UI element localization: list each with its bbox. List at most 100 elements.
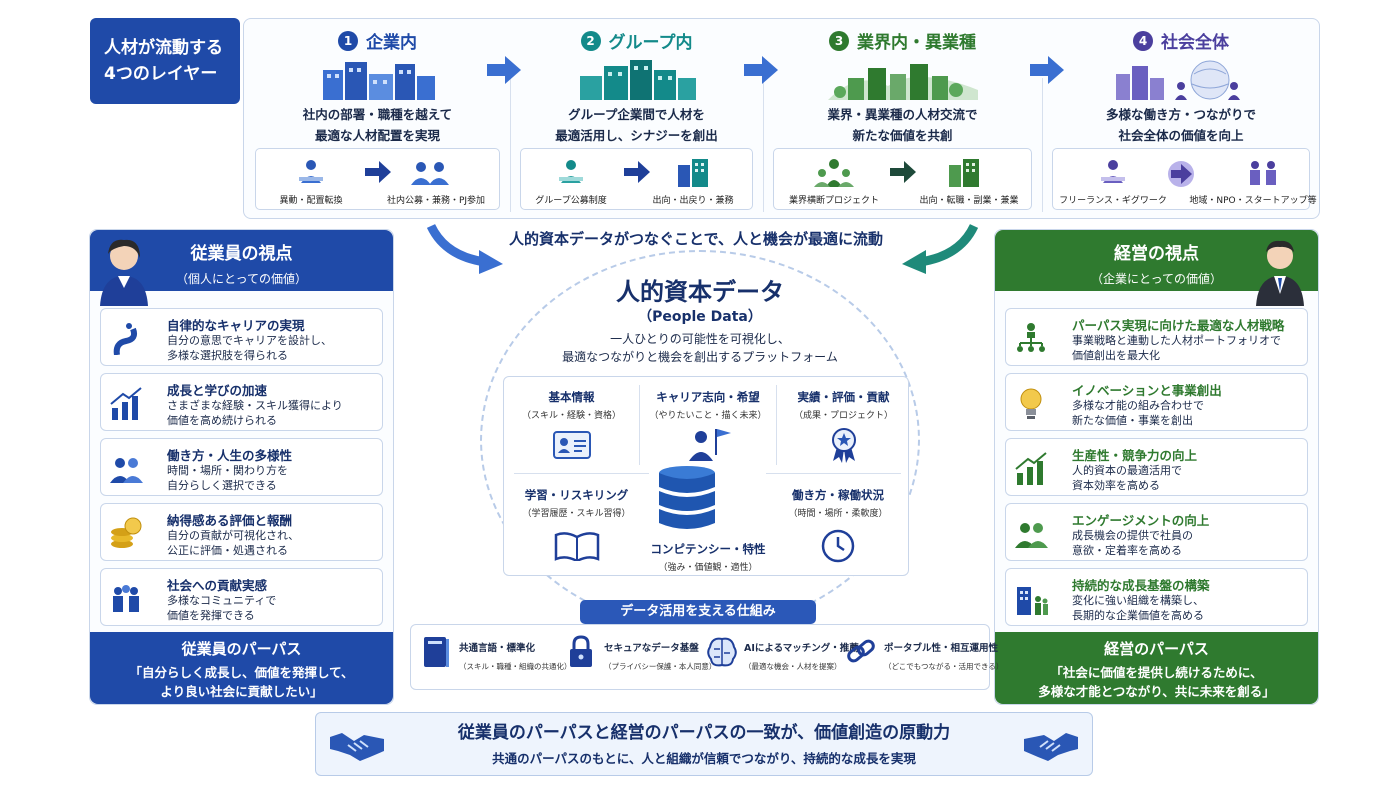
layer-1-desc-line: 社内の部署・職種を越えて	[302, 107, 453, 122]
mechanism-subtitle: （最適な機会・人材を提案）	[744, 662, 842, 671]
layer-4: 4 社会全体 多様な働き方・つながりで 社会全体の価値を向上 フリーランス・ギグ…	[1042, 18, 1320, 219]
layer-arrow-icon	[744, 56, 778, 84]
management-card-title: 持続的な成長基盤の構築	[1072, 578, 1210, 593]
layer-4-right-label: 地域・NPO・スタートアップ等	[1189, 196, 1317, 206]
mechanism-box: 共通言語・標準化 （スキル・職種・組織の共通化） セキュアなデータ基盤 （プライ…	[410, 624, 1003, 690]
layer-divider	[510, 78, 511, 212]
data-cell-basic-info: 基本情報 （スキル・経験・資格）	[504, 389, 639, 463]
cell-subtitle: （時間・場所・柔軟度）	[788, 509, 888, 519]
layer-4-left-label: フリーランス・ギグワーク	[1059, 196, 1167, 206]
office-buildings-icon	[322, 62, 435, 100]
layer-2-heading: 2 グループ内	[510, 28, 763, 53]
desc-line: 成長機会の提供で社員の	[1072, 529, 1193, 542]
desc-line: 一人ひとりの可能性を可視化し、	[610, 332, 790, 346]
mechanism-subtitle: （プライバシー保護・本人同意）	[604, 662, 717, 671]
desc-line: 「自分らしく成長し、価値を発揮して、	[129, 665, 354, 680]
group-buildings-icon	[579, 60, 696, 100]
collaboration-icon	[814, 159, 854, 187]
bottom-title: 従業員のパーパスと経営のパーパスの一致が、価値創造の原動力	[457, 723, 951, 743]
management-card: 生産性・競争力の向上 人的資本の最適活用で資本効率を高める	[1005, 438, 1308, 496]
employee-card-desc: 多様なコミュニティで価値を発揮できる	[167, 593, 276, 623]
goal-flag-icon	[689, 429, 731, 461]
grid-divider	[514, 473, 649, 474]
cell-subtitle: （強み・価値観・適性）	[658, 563, 758, 573]
layer-title-line-2: 4つのレイヤー	[104, 64, 218, 84]
flow-arrow-right-icon	[902, 223, 979, 274]
management-purpose-title: 経営のパーパス	[1104, 640, 1209, 658]
management-card-title: エンゲージメントの向上	[1072, 513, 1210, 528]
open-book-icon	[554, 532, 599, 563]
database-icon	[659, 466, 715, 529]
layer-arrow-icon	[487, 56, 521, 84]
cell-subtitle: （スキル・経験・資格）	[521, 411, 621, 421]
layer-3-examples: 業界横断プロジェクト 出向・転職・副業・兼業	[773, 148, 1032, 210]
handshake-icon	[330, 733, 384, 761]
desc-line: より良い社会に貢献したい」	[160, 684, 323, 699]
data-description: 一人ひとりの可能性を可視化し、 最適なつながりと機会を創出するプラットフォーム	[500, 330, 900, 366]
flow-headline: 人的資本データがつなぐことで、人と機会が最適に流動	[509, 230, 883, 248]
management-title: 経営の視点	[1114, 244, 1199, 264]
building-icon	[678, 159, 708, 187]
management-card: 持続的な成長基盤の構築 変化に強い組織を構築し、長期的な企業価値を高める	[1005, 568, 1308, 626]
layer-3-desc-line: 業界・異業種の人材交流で	[827, 107, 978, 122]
management-card-title: イノベーションと事業創出	[1072, 383, 1222, 398]
desc-line: 自分の意思でキャリアを設計し、	[167, 334, 332, 347]
employee-purpose-desc: 「自分らしく成長し、価値を発揮して、より良い社会に貢献したい」	[90, 663, 393, 701]
mechanism-item: セキュアなデータ基盤 （プライバシー保護・本人同意）	[566, 635, 716, 673]
layer-1-desc-line: 最適な人材配置を実現	[314, 128, 440, 143]
desc-line: 「社会に価値を提供し続けるために、	[1050, 665, 1263, 680]
employee-purpose-title: 従業員のパーパス	[181, 640, 302, 658]
community-icon	[113, 585, 139, 612]
growth-chart-icon	[110, 387, 142, 420]
management-panel-header: 経営の視点 （企業にとっての価値）	[995, 230, 1318, 306]
data-categories: 基本情報 （スキル・経験・資格） キャリア志向・希望 （やりたいこと・描く未来）…	[503, 376, 909, 576]
ai-brain-icon	[707, 637, 737, 667]
management-card: パーパス実現に向けた最適な人材戦略 事業戦略と連動した人材ポートフォリオで価値創…	[1005, 308, 1308, 366]
management-card-title: パーパス実現に向けた最適な人材戦略	[1072, 318, 1285, 333]
desc-line: 価値を発揮できる	[167, 609, 255, 622]
mechanism-title: AIによるマッチング・推薦	[744, 643, 859, 654]
growth-chart-icon	[1015, 452, 1047, 485]
handshake-icon	[1024, 733, 1078, 761]
layer-1-left-label: 異動・配置転換	[279, 196, 343, 206]
layer-4-heading: 4 社会全体	[1042, 28, 1320, 53]
freelancer-icon	[1101, 160, 1125, 183]
team-icon	[411, 162, 449, 185]
desc-line: 自分の貢献が可視化され、	[167, 529, 300, 542]
mechanism-item: 共通言語・標準化 （スキル・職種・組織の共通化）	[421, 635, 572, 673]
layer-4-examples: フリーランス・ギグワーク 地域・NPO・スタートアップ等	[1052, 148, 1317, 210]
employee-purpose: 従業員のパーパス 「自分らしく成長し、価値を発揮して、より良い社会に貢献したい」	[90, 632, 393, 704]
layer-1-number: 1	[338, 30, 358, 51]
mechanism-title: セキュアなデータ基盤	[604, 643, 699, 654]
employee-card: 納得感ある評価と報酬 自分の貢献が可視化され、公正に評価・処遇される	[100, 503, 383, 561]
desc-line: 事業戦略と連動した人材ポートフォリオで	[1072, 334, 1281, 347]
lock-icon	[570, 635, 592, 667]
cell-title: 基本情報	[548, 390, 595, 404]
layer-2-number: 2	[580, 30, 601, 51]
layer-title-line-1: 人材が流動する	[104, 38, 223, 58]
layer-2-right-label: 出向・出戻り・兼務	[652, 196, 734, 206]
employee-subtitle: （個人にとっての価値）	[175, 272, 308, 286]
person-desk-icon	[299, 160, 323, 183]
id-card-icon	[552, 431, 591, 459]
cell-subtitle: （やりたいこと・描く未来）	[649, 411, 767, 421]
grid-divider	[766, 473, 901, 474]
employee-card-desc: さまざまな経験・スキル獲得により価値を高め続けられる	[167, 398, 343, 428]
desc-line: 公正に評価・処遇される	[167, 544, 288, 557]
desc-line: 資本効率を高める	[1072, 479, 1160, 492]
layer-2-description: グループ企業間で人材を 最適活用し、シナジーを創出	[510, 104, 763, 146]
layer-1-right-label: 社内公募・兼務・PJ参加	[386, 196, 486, 206]
layer-1: 1 企業内 社内の部署・職種を越えて 最適な人材配置を実現 異動・配置転換 社内…	[245, 18, 510, 219]
layer-3-right-label: 出向・転職・副業・兼業	[919, 196, 1019, 206]
employee-card-desc: 時間・場所・関わり方を自分らしく選択できる	[167, 463, 288, 493]
handbook-icon	[424, 637, 449, 667]
cell-title: 働き方・稼働状況	[792, 488, 884, 502]
layer-3-left-label: 業界横断プロジェクト	[788, 196, 880, 206]
management-card-desc: 人的資本の最適活用で資本効率を高める	[1072, 463, 1182, 493]
data-title: 人的資本データ	[616, 278, 784, 306]
cell-title: キャリア志向・希望	[656, 390, 760, 404]
data-cell-competency: コンピテンシー・特性 （強み・価値観・適性）	[610, 541, 806, 573]
mechanism-item: AIによるマッチング・推薦 （最適な機会・人材を提案）	[706, 635, 859, 673]
desc-line: 最適なつながりと機会を創出するプラットフォーム	[562, 350, 838, 364]
desc-line: 多様な才能とつながり、共に未来を創る」	[1038, 684, 1275, 699]
